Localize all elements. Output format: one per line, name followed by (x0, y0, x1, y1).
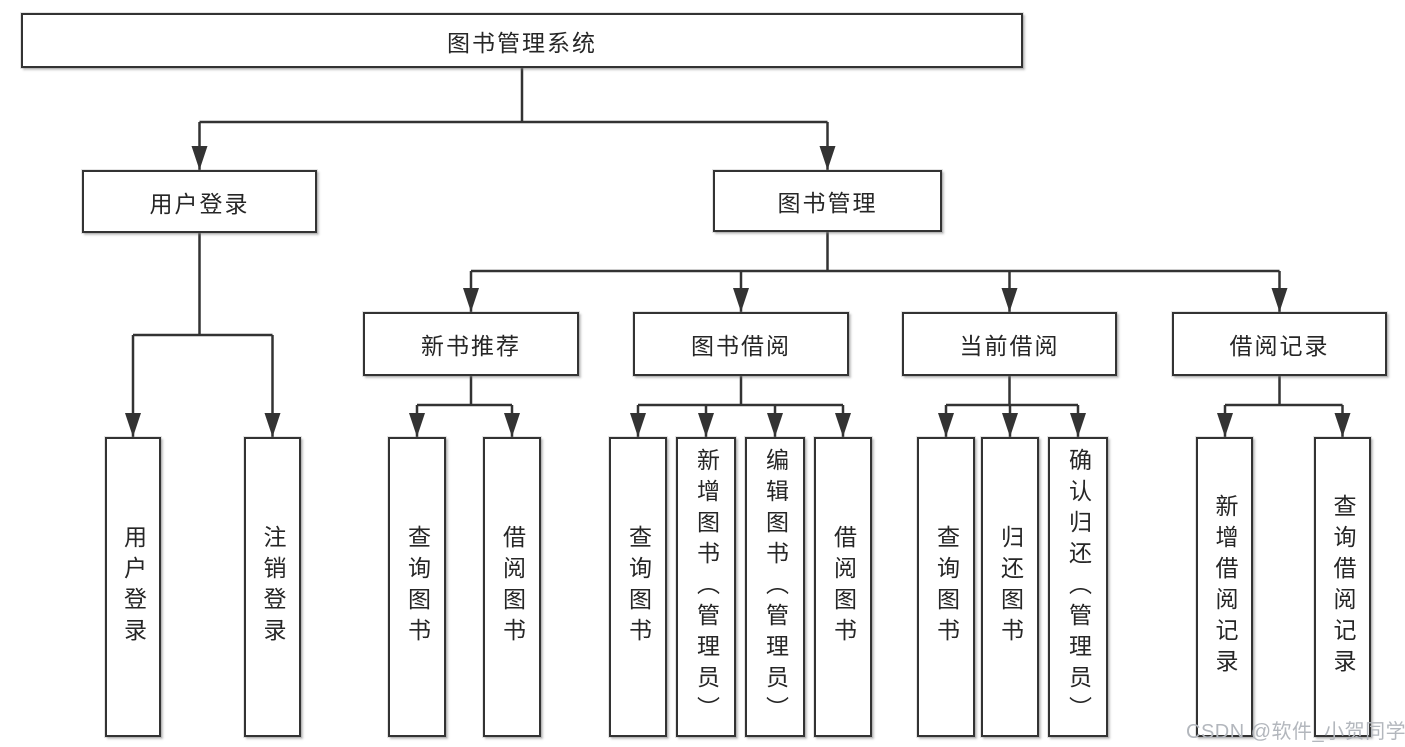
node-user-login-module-label: 用户登录 (149, 190, 250, 217)
node-cb-return-book: 归还图书 (981, 437, 1039, 737)
node-br-query-record: 查询借阅记录 (1314, 437, 1371, 737)
node-cb-query-book-label: 查询图书 (933, 525, 960, 649)
node-nbr-borrow-book-label: 借阅图书 (499, 525, 526, 649)
watermark: CSDN @软件_小贺同学 (1186, 721, 1405, 743)
node-bb-borrow-book: 借阅图书 (814, 437, 872, 737)
node-nbr-query-book: 查询图书 (388, 437, 446, 737)
node-nbr-query-book-label: 查询图书 (404, 525, 431, 649)
node-bb-query-book: 查询图书 (609, 437, 667, 737)
node-borrow-records: 借阅记录 (1172, 312, 1387, 376)
node-library-system-label: 图书管理系统 (447, 29, 597, 56)
node-nbr-borrow-book: 借阅图书 (483, 437, 541, 737)
node-cb-return-book-label: 归还图书 (997, 525, 1024, 649)
node-br-add-record-label: 新增借阅记录 (1212, 494, 1238, 680)
node-new-book-recommend-label: 新书推荐 (421, 333, 521, 359)
node-user-login: 用户登录 (105, 437, 161, 737)
node-bb-edit-book-admin: 编辑图书（管理员） (745, 437, 805, 737)
node-logout: 注销登录 (244, 437, 301, 737)
node-user-login-label: 用户登录 (120, 525, 147, 649)
node-current-borrowing-label: 当前借阅 (959, 333, 1060, 359)
node-book-management: 图书管理 (713, 170, 942, 232)
node-bb-add-book-admin-label: 新增图书（管理员） (693, 447, 720, 727)
node-borrow-records-label: 借阅记录 (1229, 333, 1330, 359)
node-logout-label: 注销登录 (260, 525, 286, 649)
node-user-login-module: 用户登录 (82, 170, 317, 233)
node-br-add-record: 新增借阅记录 (1196, 437, 1253, 737)
node-bb-query-book-label: 查询图书 (625, 525, 652, 649)
node-bb-add-book-admin: 新增图书（管理员） (676, 437, 736, 737)
node-cb-confirm-return-admin: 确认归还（管理员） (1048, 437, 1108, 737)
node-book-management-label: 图书管理 (777, 190, 878, 216)
node-book-borrowing-label: 图书借阅 (691, 333, 791, 359)
node-cb-confirm-return-admin-label: 确认归还（管理员） (1065, 447, 1092, 727)
node-new-book-recommend: 新书推荐 (363, 312, 579, 376)
node-cb-query-book: 查询图书 (917, 437, 975, 737)
node-book-borrowing: 图书借阅 (633, 312, 849, 376)
node-br-query-record-label: 查询借阅记录 (1330, 494, 1356, 680)
node-bb-edit-book-admin-label: 编辑图书（管理员） (762, 447, 789, 727)
node-current-borrowing: 当前借阅 (902, 312, 1117, 376)
node-library-system: 图书管理系统 (21, 13, 1023, 68)
node-bb-borrow-book-label: 借阅图书 (830, 525, 857, 649)
